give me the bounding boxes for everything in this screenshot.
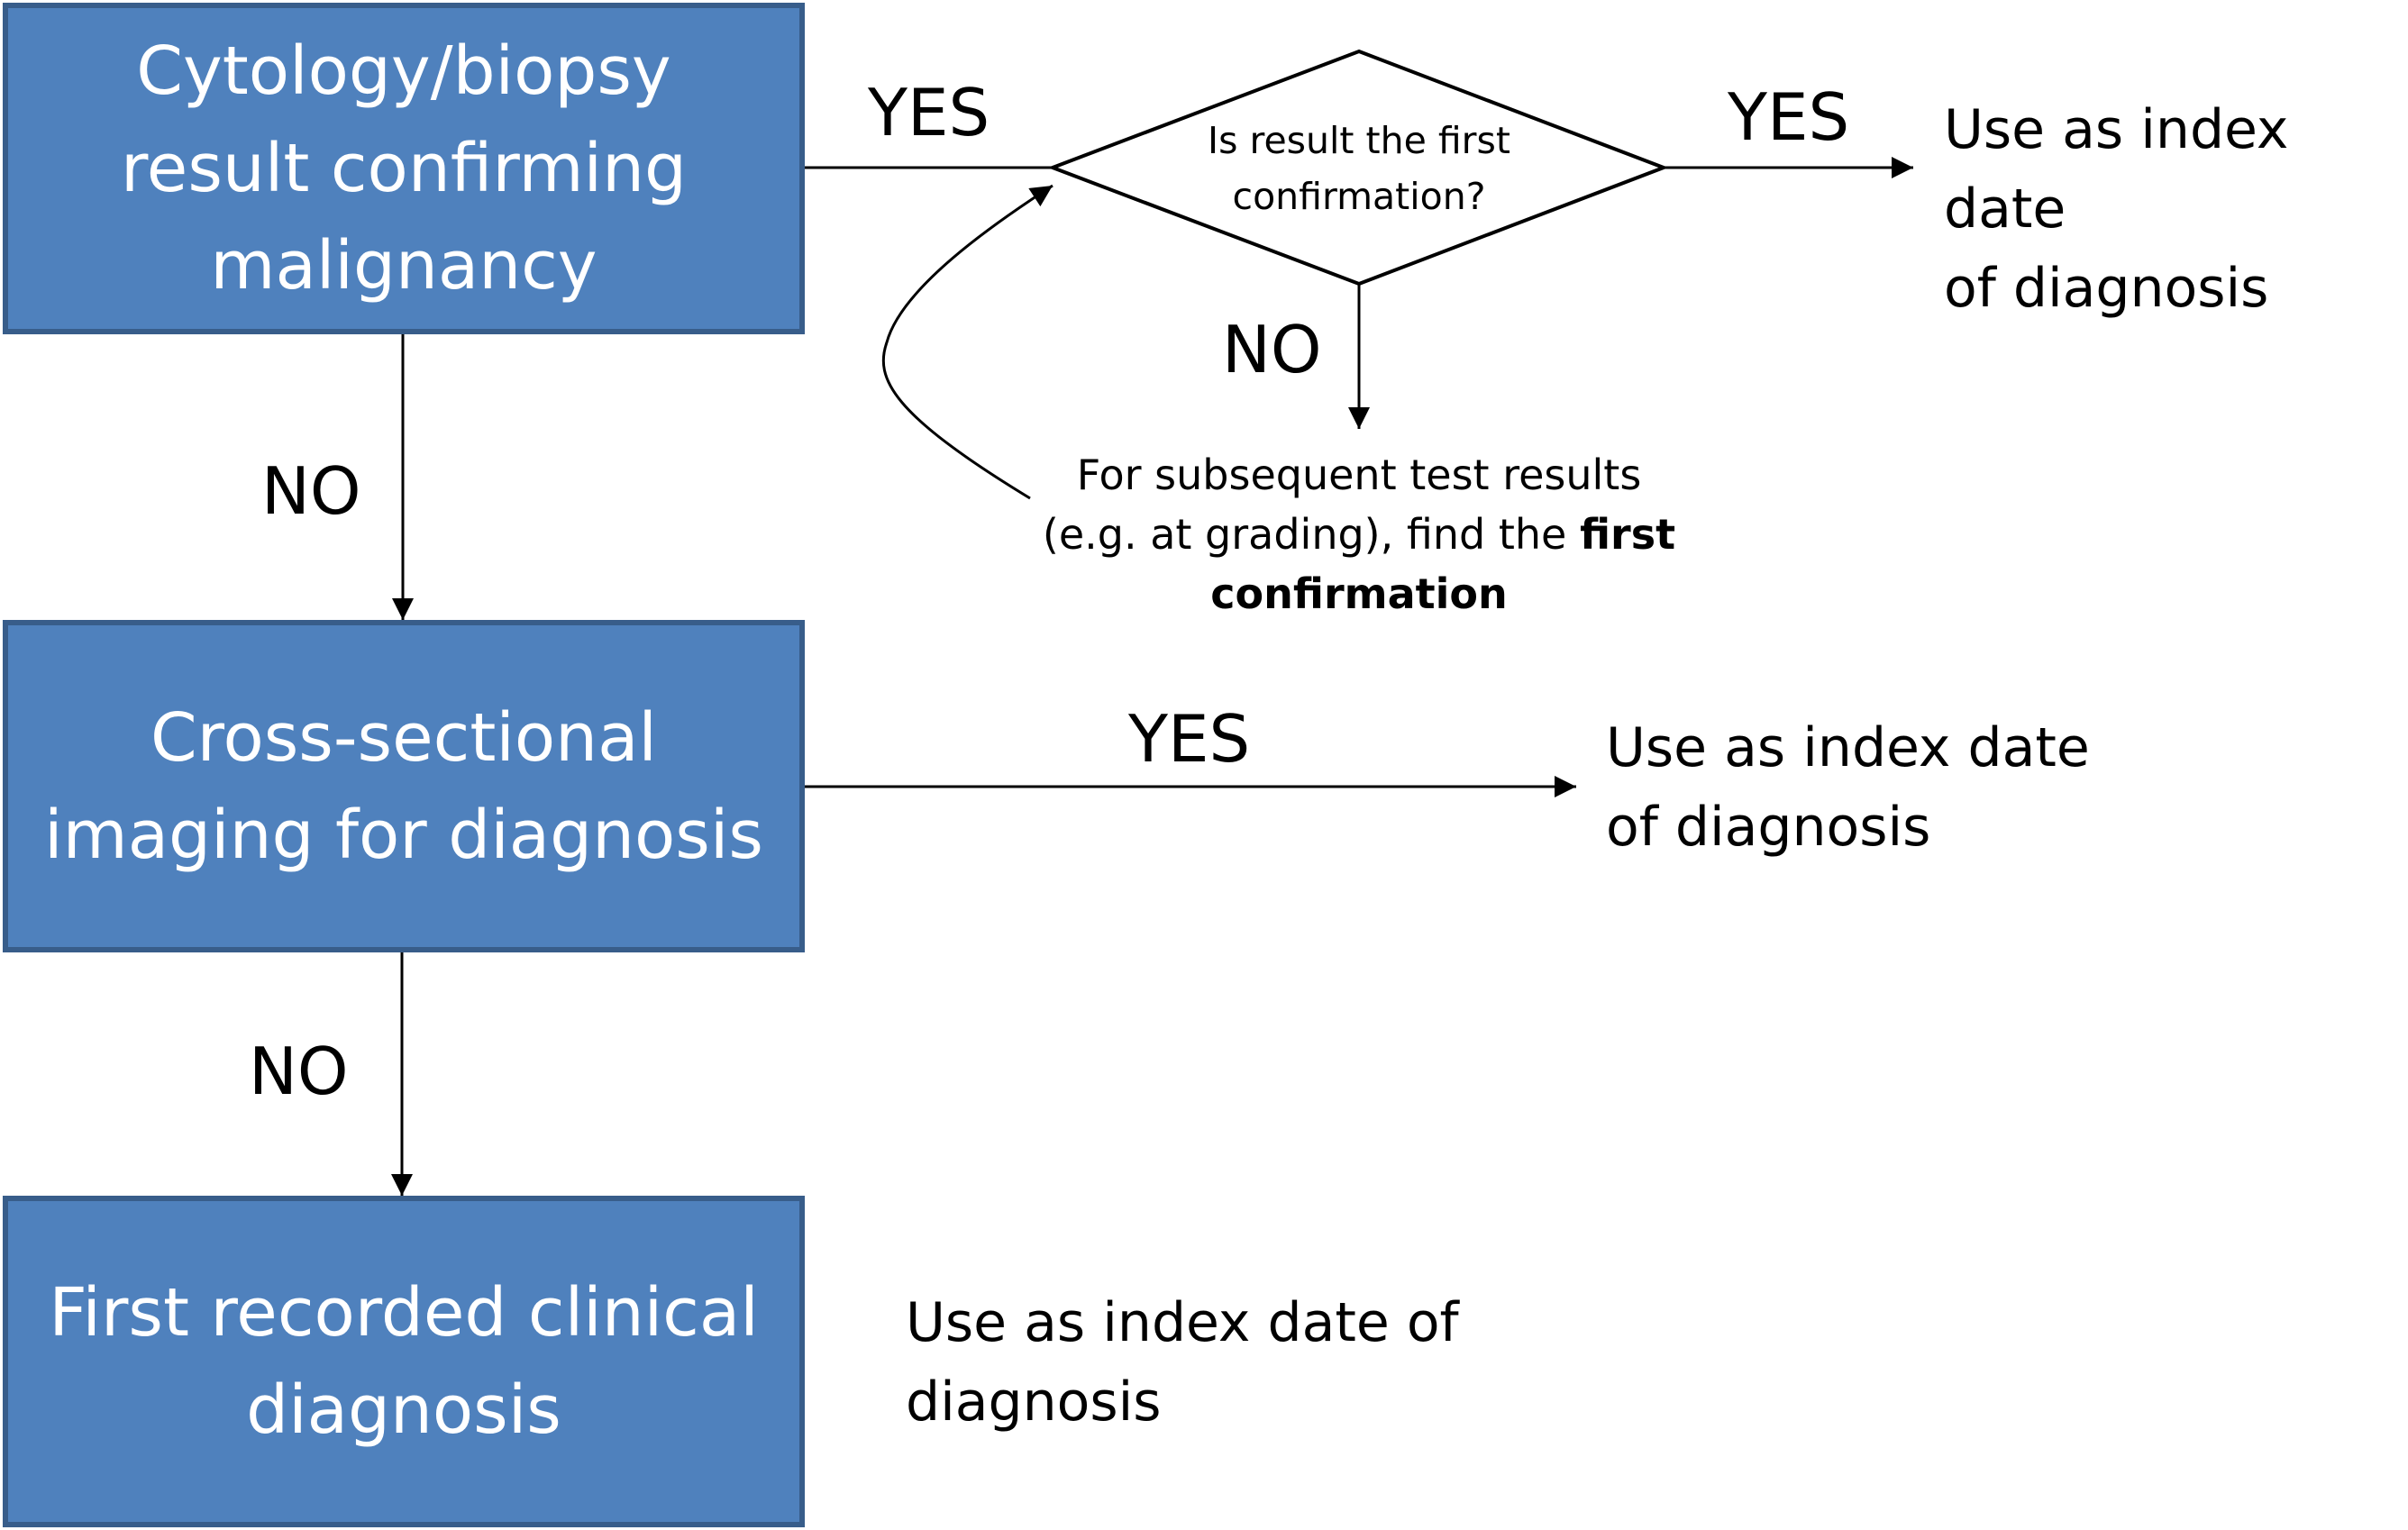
cross-sectional-imaging-box: Cross-sectional imaging for diagnosis	[3, 620, 805, 952]
subsequent-line-1: For subsequent test results	[1076, 451, 1642, 499]
subsequent-line-3-bold: confirmation	[1210, 569, 1508, 618]
label-yes-from-imaging: YES	[1128, 701, 1251, 777]
outcome-top: Use as index date of diagnosis	[1944, 98, 2289, 320]
label-yes-to-decision: YES	[868, 75, 990, 150]
label-no-from-decision: NO	[1222, 312, 1322, 387]
clinical-diagnosis-box: First recorded clinical diagnosis	[3, 1196, 805, 1527]
subsequent-line-2: (e.g. at grading), find the first	[1018, 505, 1700, 564]
label-no-from-cytology: NO	[261, 453, 361, 529]
arrow-loop-back	[881, 184, 1054, 500]
label-yes-from-decision: YES	[1728, 79, 1850, 155]
decision-question: Is result the first confirmation?	[1208, 119, 1510, 218]
subsequent-line-2-bold: first	[1579, 510, 1676, 559]
outcome-bottom: Use as index date of diagnosis	[906, 1291, 1459, 1434]
label-no-from-imaging: NO	[249, 1034, 349, 1109]
outcome-middle: Use as index date of diagnosis	[1606, 716, 2090, 859]
cytology-biopsy-box: Cytology/biopsy result confirming malign…	[3, 3, 805, 334]
subsequent-line-2-prefix: (e.g. at grading), find the	[1042, 510, 1580, 559]
subsequent-results-text: For subsequent test results (e.g. at gra…	[1018, 445, 1700, 624]
